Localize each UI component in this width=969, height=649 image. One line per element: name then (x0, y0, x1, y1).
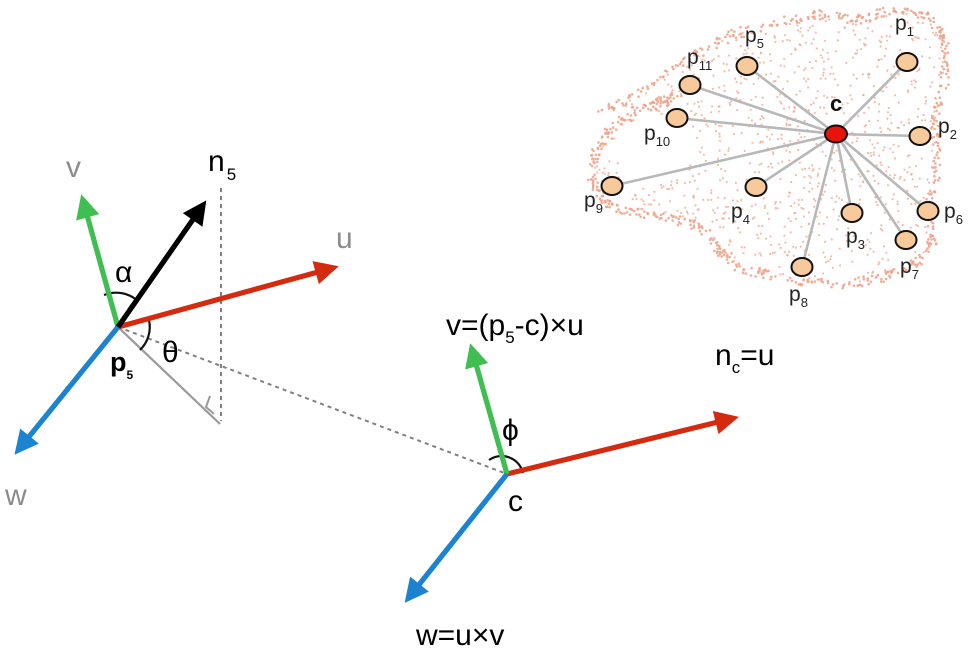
keypoint-label-p2: p2 (938, 115, 957, 142)
keypoint-label-p8: p8 (789, 283, 808, 310)
keypoint-connectors (611, 61, 929, 268)
keypoint-label-p4: p4 (731, 200, 750, 227)
keypoint-p9 (600, 176, 624, 196)
keypoint-p5 (735, 56, 759, 76)
w-definition-label: w=u×v (415, 619, 504, 649)
theta-arc (139, 319, 151, 351)
keypoint-p3 (840, 203, 864, 223)
normal-arrow (115, 200, 207, 329)
keypoint-label-p9: p9 (584, 189, 603, 216)
keypoint-p6 (916, 201, 940, 221)
keypoint-label-p1: p1 (895, 12, 914, 39)
v-axis-arrow (76, 194, 121, 328)
centroid-label: c (830, 91, 842, 116)
keypoint-label-p3: p3 (846, 225, 865, 252)
keypoint-p10 (665, 108, 689, 128)
right-frame: v=(p5-c)×u nc=u ϕ c w=u×v (404, 309, 774, 649)
keypoint-label-p6: p6 (944, 200, 963, 227)
c-v-axis-arrow (465, 343, 510, 475)
keypoint-p4 (744, 177, 768, 197)
keypoint-label-p10: p10 (644, 122, 670, 149)
centroid-marker (824, 124, 848, 144)
c-u-axis-arrow (506, 410, 739, 477)
keypoint-p1 (895, 52, 919, 72)
w-axis-arrow (14, 325, 121, 455)
point-cloud (587, 6, 950, 290)
p5-label: p5 (110, 347, 134, 382)
nc-label: nc=u (715, 339, 774, 377)
keypoint-p11 (678, 75, 702, 95)
v-definition-label: v=(p5-c)×u (446, 309, 584, 347)
theta-label: θ (162, 336, 179, 369)
w-axis-label: w (4, 479, 27, 512)
alpha-label: α (115, 256, 132, 289)
keypoint-label-p5: p5 (745, 24, 764, 51)
keypoint-label-p11: p11 (687, 46, 712, 73)
keypoint-label-p7: p7 (900, 255, 919, 282)
c-w-axis-arrow (404, 472, 510, 603)
u-axis-arrow (117, 261, 339, 330)
dashed-link-line (117, 326, 508, 475)
keypoint-markers (600, 52, 940, 277)
keypoint-labels: p1 p2 p3 p4 p5 p6 p7 p8 p9 p10 p11 (584, 12, 963, 310)
right-angle-mark (204, 395, 215, 415)
keypoint-p2 (908, 126, 932, 146)
v-axis-label: v (66, 151, 81, 184)
projection-line (117, 326, 221, 425)
keypoint-p7 (894, 230, 918, 250)
keypoint-p8 (790, 257, 814, 277)
u-axis-label: u (336, 222, 353, 255)
c-label: c (508, 485, 523, 518)
phi-label: ϕ (502, 414, 519, 447)
